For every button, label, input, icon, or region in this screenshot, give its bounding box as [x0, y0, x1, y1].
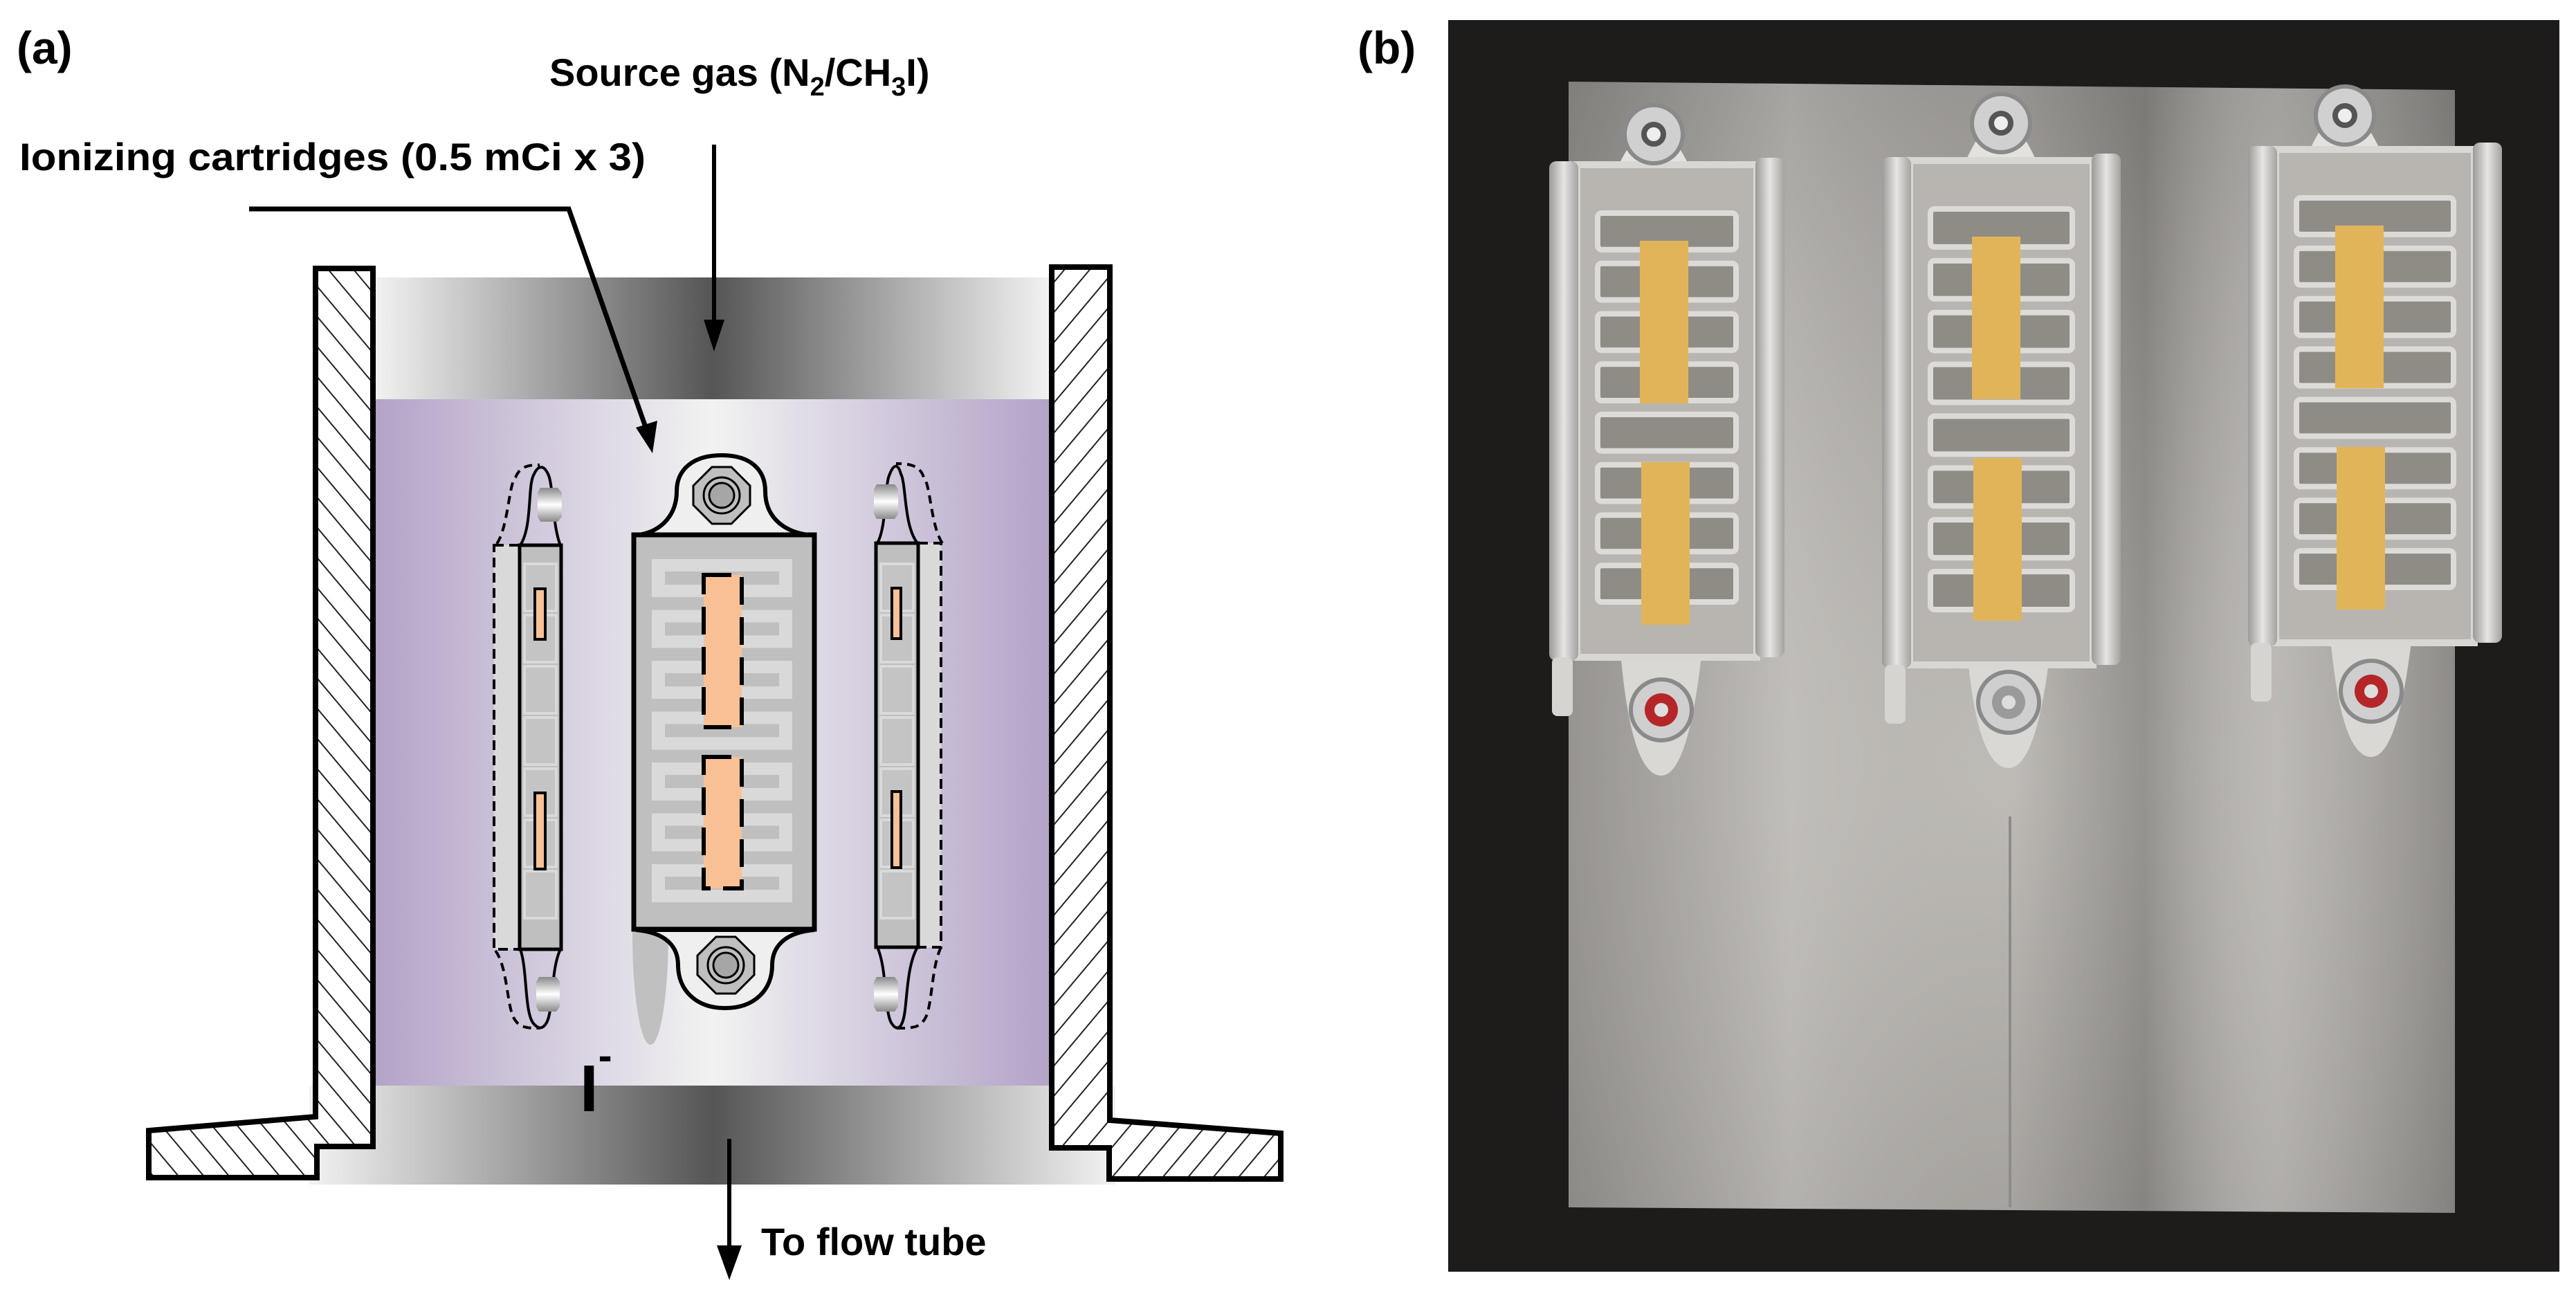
- cartridge-rail-end: [1552, 657, 1573, 716]
- source-strip: [533, 792, 547, 870]
- source-strip: [1973, 458, 2022, 621]
- source-strip-outline: [702, 755, 744, 890]
- cartridge-rail: [1882, 157, 1911, 668]
- source-strip: [533, 587, 547, 641]
- outlet-label: To flow tube: [761, 1220, 987, 1263]
- cartridge-center-strips: [702, 573, 744, 890]
- source-strip: [2335, 226, 2384, 388]
- photo-cartridge-right: [2248, 84, 2502, 757]
- bottom-nut-hole: [1654, 703, 1668, 717]
- source-gas-label: Source gas (N2/CH3I): [549, 51, 930, 102]
- top-nut-hole: [1989, 111, 2013, 136]
- source-strip: [2337, 447, 2385, 610]
- cartridge-slat: [523, 665, 558, 715]
- cartridge-rail: [2473, 143, 2502, 643]
- panel-b: (b): [1358, 20, 2559, 1272]
- side-nut-icon: [874, 484, 898, 519]
- cartridge-center: [631, 452, 817, 1011]
- source-strip: [890, 587, 902, 640]
- cartridge-left: [493, 464, 563, 1030]
- top-nut-hole: [2332, 103, 2357, 128]
- source-strip: [890, 790, 902, 869]
- source-strip: [704, 757, 742, 888]
- top-nut-icon: [692, 466, 751, 525]
- cartridge-rail: [2248, 146, 2277, 646]
- iodide-ion-label: I-: [580, 1032, 612, 1126]
- ionizing-cartridges-label: Ionizing cartridges (0.5 mCi x 3): [19, 135, 646, 179]
- cartridge-left-open-tab: [495, 464, 540, 545]
- source-strip: [704, 575, 742, 727]
- cartridge-slat: [879, 870, 915, 920]
- panel-b-label: (b): [1358, 22, 1416, 73]
- cartridge-rail: [1755, 158, 1784, 657]
- cartridge-rail-end: [2251, 643, 2272, 702]
- bottom-nut-hole: [2002, 695, 2016, 709]
- bottom-nut-hole: [2364, 684, 2378, 698]
- cartridge-right-open-tab: [895, 462, 944, 545]
- source-gas-arrow: [704, 145, 724, 351]
- source-strip: [1972, 237, 2020, 399]
- photo-cartridge-left: [1549, 103, 1784, 776]
- cartridge-opening: [1595, 412, 1739, 454]
- left-wall-flange: [146, 266, 376, 1180]
- cartridge-opening: [1928, 413, 2075, 457]
- outlet-tube-band: [309, 1086, 1115, 1185]
- right-wall-flange: [1049, 264, 1284, 1182]
- panel-a-label: (a): [17, 22, 73, 73]
- cartridge-right-open-panel: [917, 542, 942, 949]
- cartridge-left-open-panel: [493, 544, 521, 951]
- cartridge-slat: [879, 665, 915, 715]
- cartridge-slat: [523, 716, 558, 766]
- cartridge-rail-end: [1885, 665, 1906, 724]
- side-nut-icon: [874, 977, 898, 1012]
- bottom-nut-icon: [696, 935, 756, 995]
- cartridge-right: [874, 462, 944, 1030]
- cartridge-slot: [665, 724, 779, 738]
- source-strip: [1640, 241, 1688, 403]
- cartridge-slat: [879, 716, 915, 766]
- source-strip-outline: [702, 573, 744, 729]
- source-strip: [1641, 462, 1690, 625]
- cartridge-rail: [1549, 161, 1578, 661]
- photo-cartridges: [1549, 84, 2502, 776]
- outlet-arrow: [717, 1139, 742, 1280]
- cartridge-right-open-tab-bottom: [895, 947, 942, 1030]
- photo-cartridge-middle: [1882, 92, 2121, 768]
- panel-a: (a): [17, 22, 1284, 1280]
- cartridge-slat: [523, 870, 558, 920]
- cartridge-rail: [2092, 154, 2121, 665]
- side-nut-icon: [536, 977, 560, 1012]
- top-nut-hole: [1641, 122, 1666, 147]
- side-nut-icon: [538, 488, 562, 522]
- cartridge-left-open-tab-bottom: [494, 949, 540, 1030]
- cartridge-opening: [2294, 396, 2456, 439]
- ionizing-cartridges-leader: [249, 206, 657, 453]
